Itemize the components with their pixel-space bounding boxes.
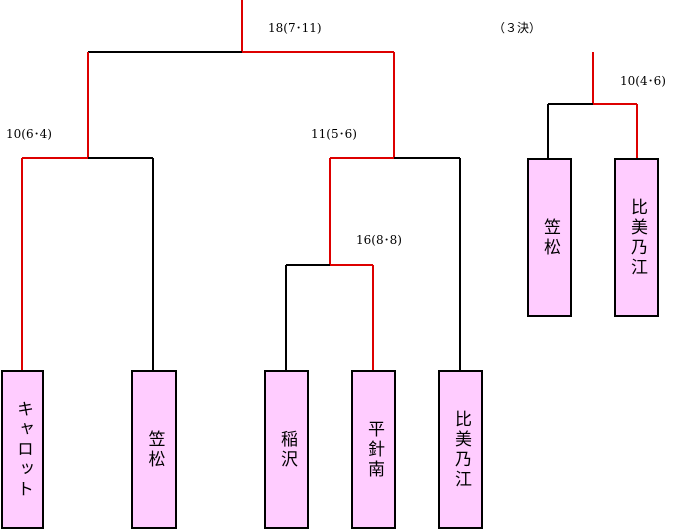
team-box-carrot: キャロット [1,370,44,529]
team-name: 比美乃江 [451,409,471,490]
team-box-hirabari-minami: 平針南 [351,370,396,529]
team-box-bi-no-e: 比美乃江 [438,370,483,529]
third-place-score: 10(4･6) [620,74,666,88]
quarter-right-score: 16(8･8) [356,233,402,247]
semi-right-score: 11(5･6) [311,127,357,141]
team-name: 稲沢 [277,429,297,470]
team-name: 平針南 [364,419,384,480]
team-box-kasamatsu: 笠松 [131,370,177,529]
team-name: キャロット [13,399,33,500]
team-box-bi-no-e-third: 比美乃江 [614,158,659,317]
team-name: 比美乃江 [627,197,647,278]
team-box-kasamatsu-third: 笠松 [527,158,572,317]
semi-left-score: 10(6･4) [6,127,52,141]
team-name: 笠松 [540,217,560,258]
team-box-inazawa: 稲沢 [264,370,309,529]
final-score: 18(7･11) [268,21,322,35]
team-name: 笠松 [144,429,165,470]
third-place-label: （３決） [493,21,542,35]
